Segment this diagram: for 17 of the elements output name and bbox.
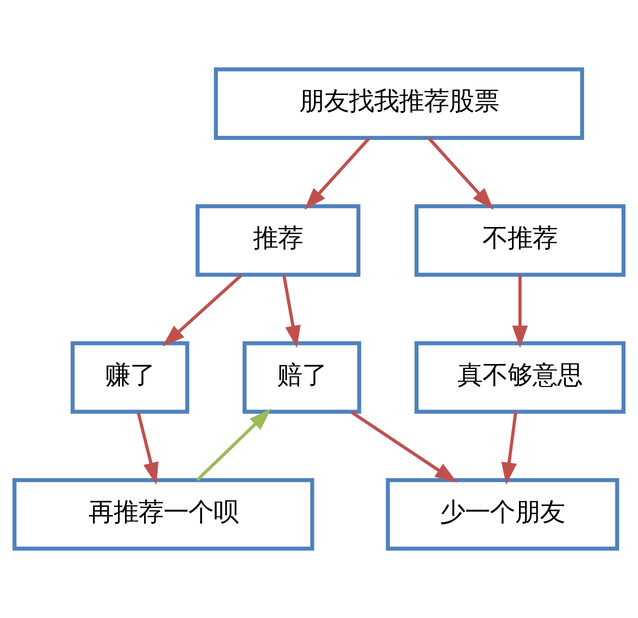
arrow [282,274,301,348]
arrow [350,410,458,483]
arrow [428,137,494,210]
arrow [162,274,242,346]
arrow [512,275,528,348]
arrow [304,137,370,210]
node-box: 不推荐 [414,204,626,277]
node-box: 朋友找我推荐股票 [214,67,584,140]
arrow [136,412,159,485]
node-box: 赔了 [242,341,362,414]
node-box: 推荐 [196,204,360,277]
node-box: 赚了 [70,341,190,414]
node-box: 再推荐一个呗 [12,478,314,551]
node-box: 少一个朋友 [386,478,620,551]
arrow [196,408,272,482]
arrow [501,412,518,485]
node-box: 真不够意思 [414,341,626,414]
